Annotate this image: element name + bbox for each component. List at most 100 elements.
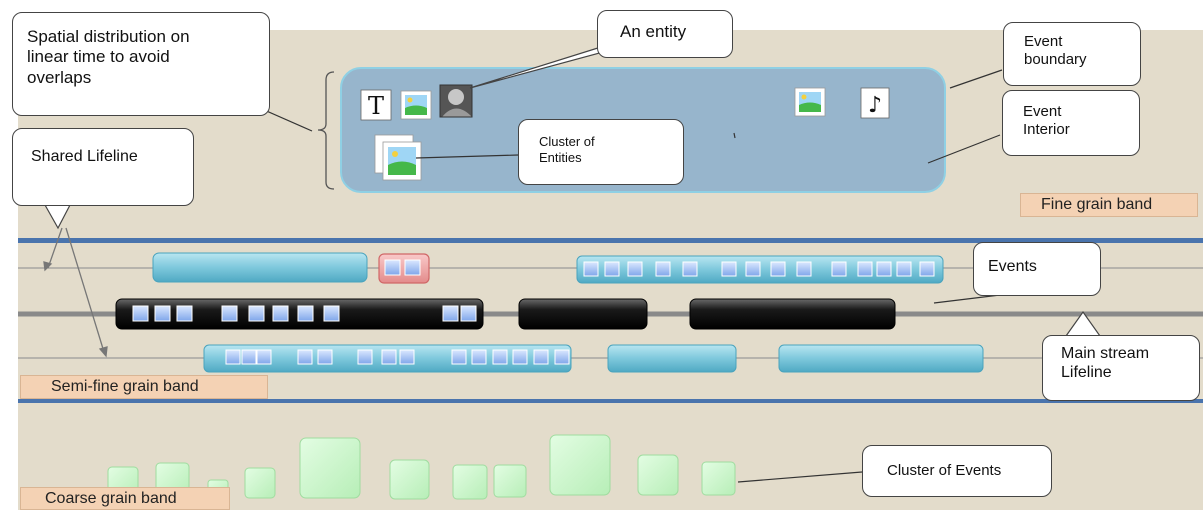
cluster-of-events-callout: Cluster of Events: [862, 445, 1052, 497]
spatial-distribution-callout: Spatial distribution on linear time to a…: [12, 12, 270, 116]
coarse-grain-band-label: Coarse grain band: [20, 487, 230, 510]
callout-line: Main stream: [1061, 345, 1150, 362]
main-event-bar: [689, 298, 896, 330]
entity-square: [241, 349, 257, 365]
entity-square: [857, 261, 873, 277]
entity-square: [604, 261, 620, 277]
entity-square: [627, 261, 643, 277]
event-cluster: [299, 437, 361, 499]
callout-line: Event: [1023, 103, 1062, 120]
events-connector: [933, 294, 1001, 304]
entity-square: [554, 349, 570, 365]
entity-square: [896, 261, 912, 277]
cluster-entities-connector: [415, 154, 519, 159]
music-entity-icon: [860, 87, 890, 119]
entity-square: [919, 261, 935, 277]
entity-square: [381, 349, 397, 365]
entity-square: [682, 261, 698, 277]
entity-square: [323, 305, 340, 322]
image-entity-icon-2: [794, 87, 826, 117]
shared-lifeline-arrow: [65, 227, 105, 353]
entity-square: [831, 261, 847, 277]
entity-square: [357, 349, 373, 365]
event-bar: [778, 344, 984, 373]
entity-square: [297, 349, 313, 365]
event-bar: [152, 252, 368, 283]
entity-square: [256, 349, 272, 365]
callout-line: Event: [1024, 33, 1063, 50]
callout-line: linear time to avoid: [27, 47, 170, 67]
event-cluster: [389, 459, 430, 500]
callout-text: Shared Lifeline: [31, 148, 138, 165]
main-event-bar: [518, 298, 648, 330]
arrow-head: [98, 346, 108, 358]
photo-entity-icon: [439, 84, 473, 118]
callout-text: Cluster of Events: [887, 462, 1002, 479]
entity-square: [512, 349, 528, 365]
an-entity-callout: An entity: [597, 10, 733, 58]
event-cluster: [701, 461, 736, 496]
event-boundary-callout: Event boundary: [1003, 22, 1141, 86]
entity-square: [745, 261, 761, 277]
entity-square: [221, 305, 238, 322]
entity-square: [399, 349, 415, 365]
callout-line: Entities: [539, 149, 582, 165]
fine-grain-band-label: Fine grain band: [1020, 193, 1198, 217]
entity-square: [770, 261, 786, 277]
entity-square: [176, 305, 193, 322]
entity-square: [655, 261, 671, 277]
entity-square: [460, 305, 477, 322]
entity-square: [154, 305, 171, 322]
music-note-glyph: ♪: [868, 93, 882, 118]
event-cluster: [244, 467, 276, 499]
entity-square: [583, 261, 599, 277]
image-entity-icon: [400, 90, 432, 120]
event-interior-callout: Event Interior: [1002, 90, 1140, 156]
entity-square: [471, 349, 487, 365]
entity-square: [272, 305, 289, 322]
callout-line: overlaps: [27, 67, 92, 87]
entity-square: [404, 259, 421, 276]
semi-fine-grain-band-label: Semi-fine grain band: [20, 375, 268, 399]
entity-square: [317, 349, 333, 365]
callout-line: Interior: [1023, 121, 1070, 138]
entity-square: [492, 349, 508, 365]
event-cluster: [549, 434, 611, 496]
arrow-head: [43, 261, 53, 272]
entity-square: [248, 305, 265, 322]
coarse-band-divider: [18, 399, 1203, 403]
callout-line: Cluster of: [539, 134, 595, 149]
event-interior-connector: [927, 134, 1001, 164]
cluster-of-entities-icon: [374, 134, 422, 181]
interior-dot: [733, 132, 736, 139]
callout-text: An entity: [620, 22, 687, 41]
entity-square: [876, 261, 892, 277]
shared-lifeline-callout: Shared Lifeline: [12, 128, 194, 206]
callout-line: boundary: [1024, 51, 1087, 68]
callout-text: Events: [988, 258, 1037, 275]
event-bar: [607, 344, 737, 373]
entity-square: [796, 261, 812, 277]
events-callout: Events: [973, 242, 1101, 296]
text-entity-glyph: T: [368, 92, 384, 120]
entity-square: [442, 305, 459, 322]
entity-square: [384, 259, 401, 276]
event-cluster: [493, 464, 527, 498]
text-entity-icon: [360, 89, 392, 121]
band-label-text: Fine grain band: [1041, 196, 1153, 213]
entity-square: [451, 349, 467, 365]
entity-square: [297, 305, 314, 322]
event-boundary-connector: [949, 69, 1003, 89]
fine-band-divider: [18, 238, 1203, 243]
cluster-of-entities-callout: Cluster of Entities: [518, 119, 684, 185]
band-label-text: Semi-fine grain band: [51, 378, 199, 395]
spatial-brace: [317, 71, 335, 190]
entity-square: [533, 349, 549, 365]
entity-square: [132, 305, 149, 322]
callout-line: Lifeline: [1061, 364, 1112, 382]
shared-lifeline-arrow: [47, 227, 63, 269]
event-cluster: [637, 454, 679, 496]
entity-square: [225, 349, 241, 365]
callout-line: Spatial distribution on: [27, 27, 190, 46]
cluster-events-connector: [737, 471, 863, 483]
